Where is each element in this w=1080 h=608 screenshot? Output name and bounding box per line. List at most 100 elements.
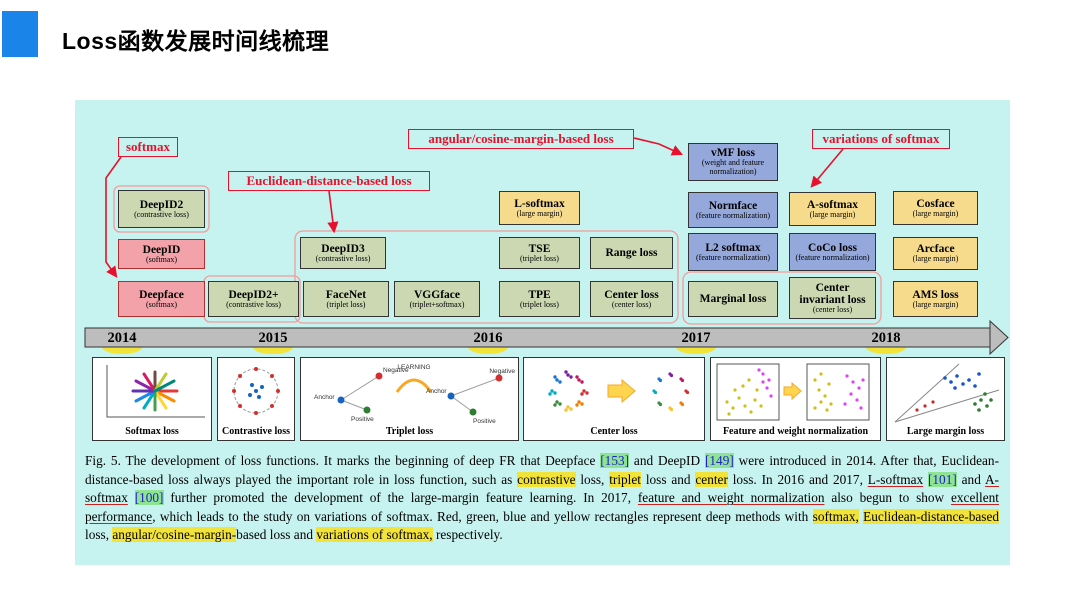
method-box-cosface: Cosface(large margin) [893, 191, 978, 225]
panel-softmax-loss: Softmax loss [92, 357, 212, 441]
method-label: L2 softmax [705, 241, 761, 254]
method-label: VGGface [414, 288, 460, 301]
method-subtitle: (softmax) [145, 254, 178, 264]
method-label: Range loss [605, 246, 658, 259]
contrastive-loss-illustration [218, 358, 294, 427]
method-label: Normface [708, 199, 758, 212]
method-label: A-softmax [806, 198, 859, 211]
method-box-l2-softmax: L2 softmax(feature normalization) [688, 233, 778, 271]
timeline-bar [84, 319, 1009, 356]
method-label: DeepID2 [139, 198, 184, 211]
triplet-negative-label-2: Negative [489, 368, 515, 375]
method-box-tpe: TPE(triplet loss) [499, 281, 580, 317]
panel-triplet-loss: Negative Anchor Positive LEARNING Anchor… [300, 357, 519, 441]
caption-segment: respectively. [432, 527, 503, 543]
callout-euclidean-distance-based-loss: Euclidean-distance-based loss [228, 171, 430, 191]
method-box-range-loss: Range loss [590, 237, 673, 269]
method-label: TSE [528, 242, 551, 255]
method-label: vMF loss [711, 147, 755, 160]
caption-segment: [100] [134, 490, 164, 506]
caption-segment: triplet [609, 471, 641, 487]
method-subtitle: (center loss) [611, 299, 652, 309]
method-box-deepid3: DeepID3(contrastive loss) [300, 237, 386, 269]
method-subtitle: (triplet loss) [520, 299, 559, 309]
panel-feature-weight-normalization: Feature and weight normalization [710, 357, 881, 441]
method-subtitle: (weight and feature normalization) [701, 158, 765, 177]
caption-segment: loss. In 2016 and 2017, [727, 471, 868, 487]
method-label: Deepface [139, 288, 184, 301]
normalization-illustration [711, 358, 880, 427]
caption-segment: softmax, [812, 508, 859, 524]
method-subtitle: (feature normalization) [795, 252, 870, 262]
method-label: DeepID2+ [228, 288, 279, 301]
title-accent-block [2, 11, 38, 57]
method-label: L-softmax [514, 197, 565, 210]
method-subtitle: (contrastive loss) [226, 299, 281, 309]
caption-segment: center [695, 471, 728, 487]
method-label: Center invariant loss [799, 281, 866, 306]
method-box-a-softmax: A-softmax(large margin) [789, 192, 876, 226]
caption-segment: L-softmax [867, 471, 924, 487]
figure: softmax Euclidean-distance-based loss an… [75, 100, 1010, 565]
method-box-center-invariant-loss: Center invariant loss(center loss) [789, 277, 876, 319]
slide-title: Loss函数发展时间线梳理 [62, 28, 330, 54]
callout-softmax: softmax [118, 137, 178, 157]
timeline-year-2014: 2014 [107, 330, 137, 346]
method-subtitle: (large margin) [912, 208, 959, 218]
triplet-positive-label: Positive [351, 416, 374, 423]
panel-label: Contrastive loss [221, 426, 291, 437]
method-label: Cosface [916, 197, 955, 210]
method-box-tse: TSE(triplet loss) [499, 237, 580, 269]
method-box-deepid: DeepID(softmax) [118, 239, 205, 269]
caption-segment: loss, [85, 527, 113, 543]
caption-segment: and [956, 471, 985, 487]
method-label: Center loss [604, 288, 659, 301]
method-subtitle: (large margin) [912, 254, 959, 264]
method-box-marginal-loss: Marginal loss [688, 281, 778, 317]
caption-segment: contrastive [517, 471, 576, 487]
method-box-facenet: FaceNet(triplet loss) [303, 281, 389, 317]
panel-label: Softmax loss [125, 426, 179, 437]
method-label: TPE [528, 288, 551, 301]
panel-label: Large margin loss [906, 426, 985, 437]
panel-label: Feature and weight normalization [722, 426, 869, 437]
large-margin-illustration [887, 358, 1004, 427]
caption-segment: and DeepID [629, 453, 705, 468]
method-box-center-loss: Center loss(center loss) [590, 281, 673, 317]
method-box-coco-loss: CoCo loss(feature normalization) [789, 233, 876, 271]
caption-segment: loss, [575, 471, 610, 487]
method-subtitle: (triplet loss) [520, 253, 559, 263]
softmax-loss-illustration [93, 358, 211, 427]
caption-segment: A-softmax [85, 471, 999, 506]
caption-segment: excellent performance [85, 490, 999, 524]
method-label: Marginal loss [699, 292, 767, 305]
method-label: DeepID3 [321, 242, 365, 255]
caption-segment: [101] [927, 471, 957, 487]
caption-segment: were introduced in 2014. After that, Euc… [85, 453, 999, 487]
method-subtitle: (softmax) [145, 299, 178, 309]
caption-segment: Fig. 5. The development of loss function… [85, 453, 601, 468]
method-box-l-softmax: L-softmax(large margin) [499, 191, 580, 225]
method-box-normface: Normface(feature normalization) [688, 192, 778, 228]
caption-segment [128, 490, 135, 505]
triplet-anchor-label: Anchor [314, 394, 335, 401]
triplet-positive-label-2: Positive [473, 418, 496, 425]
timeline-year-2017: 2017 [681, 330, 711, 346]
method-box-deepid2-: DeepID2+(contrastive loss) [208, 281, 299, 317]
method-label: AMS loss [912, 288, 959, 301]
method-label: Arcface [916, 243, 955, 256]
center-loss-illustration [524, 358, 704, 427]
method-subtitle: (center loss) [812, 304, 853, 314]
panel-label: Triplet loss [385, 426, 434, 437]
method-subtitle: (large margin) [809, 209, 856, 219]
callout-angular-cosine-margin-based-loss: angular/cosine-margin-based loss [408, 129, 634, 149]
triplet-negative-label: Negative [383, 367, 409, 374]
triplet-anchor-label-2: Anchor [426, 388, 447, 395]
timeline-year-2018: 2018 [871, 330, 901, 346]
method-subtitle: (triplet loss) [326, 299, 366, 309]
caption-segment: , which leads to the study on variations… [152, 508, 813, 524]
method-subtitle: (contrastive loss) [315, 253, 371, 263]
method-box-vmf-loss: vMF loss(weight and feature normalizatio… [688, 143, 778, 181]
caption-segment: [153] [600, 453, 630, 468]
